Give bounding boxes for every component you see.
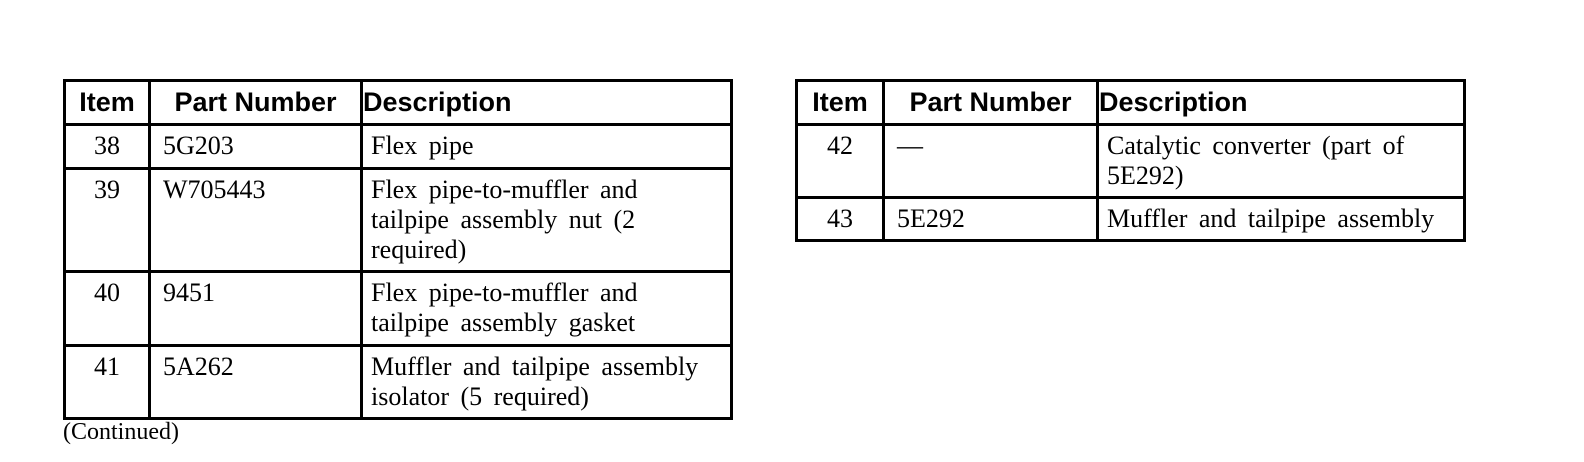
- table-row: 41 5A262 Muffler and tailpipe assembly i…: [63, 344, 733, 420]
- table-row: 39 W705443 Flex pipe-to-muffler and tail…: [63, 167, 733, 273]
- part-number-cell: 5G203: [148, 123, 363, 170]
- item-cell: 38: [63, 123, 151, 170]
- description-cell: Muffler and tailpipe assembly: [1096, 196, 1466, 242]
- item-cell: 40: [63, 270, 151, 347]
- part-number-cell: 5A262: [148, 344, 363, 420]
- item-cell: 41: [63, 344, 151, 420]
- table-row: 43 5E292 Muffler and tailpipe assembly: [795, 196, 1466, 242]
- table-row: 40 9451 Flex pipe-to-muffler and tailpip…: [63, 270, 733, 347]
- part-number-cell: —: [882, 123, 1099, 199]
- column-header-item: Item: [795, 79, 885, 126]
- part-number-cell: W705443: [148, 167, 363, 273]
- table-header-row: Item Part Number Description: [63, 79, 733, 126]
- parts-table-right: Item Part Number Description 42 — Cataly…: [795, 79, 1466, 242]
- description-cell: Flex pipe: [360, 123, 733, 170]
- table-header-row: Item Part Number Description: [795, 79, 1466, 126]
- description-cell: Muffler and tailpipe assembly isolator (…: [360, 344, 733, 420]
- description-cell: Catalytic converter (part of 5E292): [1096, 123, 1466, 199]
- column-header-description: Description: [360, 79, 733, 126]
- item-cell: 43: [795, 196, 885, 242]
- column-header-item: Item: [63, 79, 151, 126]
- part-number-cell: 9451: [148, 270, 363, 347]
- description-cell: Flex pipe-to-muffler and tailpipe assemb…: [360, 270, 733, 347]
- table-row: 38 5G203 Flex pipe: [63, 123, 733, 170]
- item-cell: 42: [795, 123, 885, 199]
- parts-table-left: Item Part Number Description 38 5G203 Fl…: [63, 79, 733, 420]
- column-header-part-number: Part Number: [148, 79, 363, 126]
- part-number-cell: 5E292: [882, 196, 1099, 242]
- continued-note: (Continued): [63, 419, 179, 445]
- item-cell: 39: [63, 167, 151, 273]
- description-cell: Flex pipe-to-muffler and tailpipe assemb…: [360, 167, 733, 273]
- table-row: 42 — Catalytic converter (part of 5E292): [795, 123, 1466, 199]
- column-header-part-number: Part Number: [882, 79, 1099, 126]
- column-header-description: Description: [1096, 79, 1466, 126]
